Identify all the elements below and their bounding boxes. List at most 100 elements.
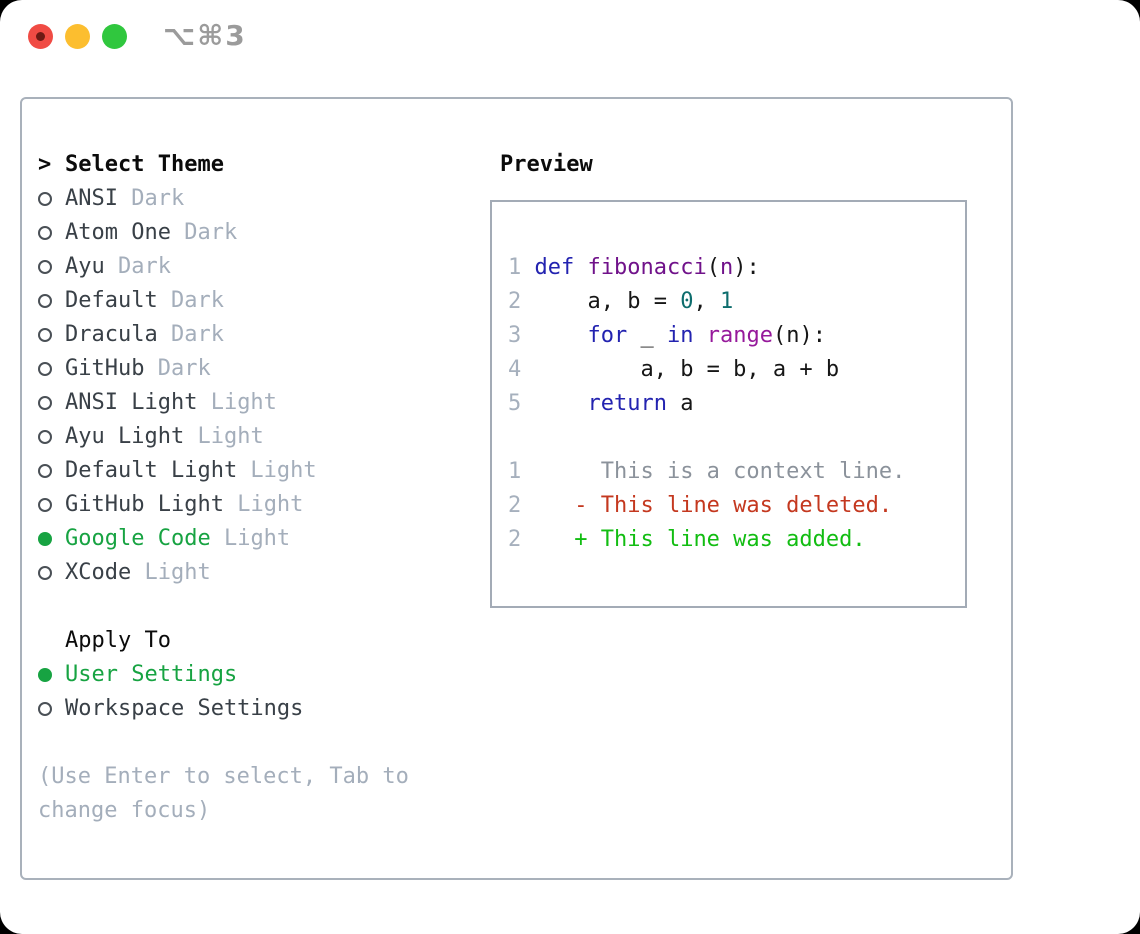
code-token-txt: ): — [733, 255, 760, 280]
radio-slot — [38, 260, 65, 274]
option-variant-label: Dark — [170, 220, 238, 245]
option-label: User Settings — [65, 662, 238, 687]
select-theme-title: Select Theme — [65, 152, 224, 177]
radio-slot — [38, 362, 65, 376]
preview-title: Preview — [500, 152, 593, 177]
apply-option[interactable]: User Settings — [38, 658, 409, 692]
code-token-txt — [521, 493, 574, 518]
code-token-num: 1 — [508, 459, 522, 484]
theme-option[interactable]: Default Dark — [38, 284, 409, 318]
option-label: Google Code — [65, 526, 211, 551]
code-token-txt — [521, 323, 587, 348]
radio-slot — [38, 532, 65, 546]
code-token-txt: a, b = b, a + b — [521, 357, 840, 382]
apply-option[interactable]: Workspace Settings — [38, 692, 409, 726]
theme-option[interactable]: ANSI Dark — [38, 182, 409, 216]
code-token-lit: 1 — [719, 289, 734, 314]
radio-slot — [38, 430, 65, 444]
option-variant-label: Light — [131, 560, 211, 585]
radio-unselected-icon — [38, 396, 52, 410]
zoom-button[interactable] — [102, 24, 127, 49]
option-variant-label: Light — [197, 390, 277, 415]
code-token-title: fibonacci — [587, 255, 707, 280]
code-token-num: 2 — [508, 493, 522, 518]
code-token-lit: 0 — [680, 289, 694, 314]
code-token-txt — [521, 527, 574, 552]
option-label: Ayu — [65, 254, 105, 279]
radio-unselected-icon — [38, 226, 52, 240]
radio-unselected-icon — [38, 702, 52, 716]
radio-slot — [38, 396, 65, 410]
spacer-row — [38, 726, 409, 760]
theme-option[interactable]: XCode Light — [38, 556, 409, 590]
code-line: 2 - This line was deleted. — [508, 489, 965, 523]
option-label: Ayu Light — [65, 424, 185, 449]
theme-option[interactable]: GitHub Light Light — [38, 488, 409, 522]
cursor-icon: > — [38, 152, 52, 177]
code-token-txt: a — [666, 391, 694, 416]
radio-selected-icon — [38, 668, 52, 682]
code-line — [508, 421, 965, 455]
radio-slot — [38, 328, 65, 342]
option-variant-label: Dark — [157, 288, 224, 313]
hint-text-line2: change focus) — [38, 798, 211, 823]
code-line: 5 return a — [508, 387, 965, 421]
radio-unselected-icon — [38, 566, 52, 580]
code-token-title: n — [719, 255, 734, 280]
theme-option[interactable]: Atom One Dark — [38, 216, 409, 250]
option-variant-label: Light — [210, 526, 291, 551]
option-variant-label: Dark — [157, 322, 224, 347]
code-line: 3 for _ in range(n): — [508, 319, 965, 353]
option-label: Default — [65, 288, 158, 313]
theme-option[interactable]: Dracula Dark — [38, 318, 409, 352]
theme-option[interactable]: Default Light Light — [38, 454, 409, 488]
code-line: 1 def fibonacci(n): — [508, 251, 965, 285]
code-token-num: 3 — [508, 323, 522, 348]
close-button-dot-icon — [36, 32, 45, 41]
option-label: Dracula — [65, 322, 158, 347]
option-variant-label: Dark — [104, 254, 171, 279]
code-token-txt: ( — [706, 255, 720, 280]
theme-option[interactable]: ANSI Light Light — [38, 386, 409, 420]
option-variant-label: Dark — [117, 186, 185, 211]
option-variant-label: Light — [223, 492, 304, 517]
radio-slot — [38, 226, 65, 240]
code-token-kw: return — [587, 391, 667, 416]
radio-unselected-icon — [38, 260, 52, 274]
code-line: 1 This is a context line. — [508, 455, 965, 489]
code-token-num: 1 — [508, 255, 535, 280]
radio-slot — [38, 498, 65, 512]
code-token-txt: , — [693, 289, 720, 314]
select-theme-header: > Select Theme — [38, 148, 409, 182]
theme-option[interactable]: Ayu Dark — [38, 250, 409, 284]
radio-unselected-icon — [38, 362, 52, 376]
radio-slot — [38, 192, 65, 206]
option-label: XCode — [65, 560, 132, 585]
option-label: Atom One — [65, 220, 171, 245]
radio-unselected-icon — [38, 192, 52, 206]
keyboard-shortcut-label: ⌥⌘3 — [163, 19, 247, 52]
code-line: 2 + This line was added. — [508, 523, 965, 557]
close-button[interactable] — [28, 24, 53, 49]
code-line: 4 a, b = b, a + b — [508, 353, 965, 387]
theme-option[interactable]: Google Code Light — [38, 522, 409, 556]
option-variant-label: Light — [184, 424, 264, 449]
spacer-row — [38, 590, 409, 624]
code-token-num: 4 — [508, 357, 522, 382]
apply-to-header: Apply To — [65, 628, 171, 653]
code-token-num: 5 — [508, 391, 522, 416]
minimize-button[interactable] — [65, 24, 90, 49]
radio-unselected-icon — [38, 328, 52, 342]
option-label: ANSI — [65, 186, 118, 211]
code-token-kw: for — [587, 323, 628, 348]
theme-option[interactable]: GitHub Dark — [38, 352, 409, 386]
code-token-add: + This line was added. — [574, 527, 866, 552]
radio-selected-icon — [38, 532, 52, 546]
theme-option[interactable]: Ayu Light Light — [38, 420, 409, 454]
